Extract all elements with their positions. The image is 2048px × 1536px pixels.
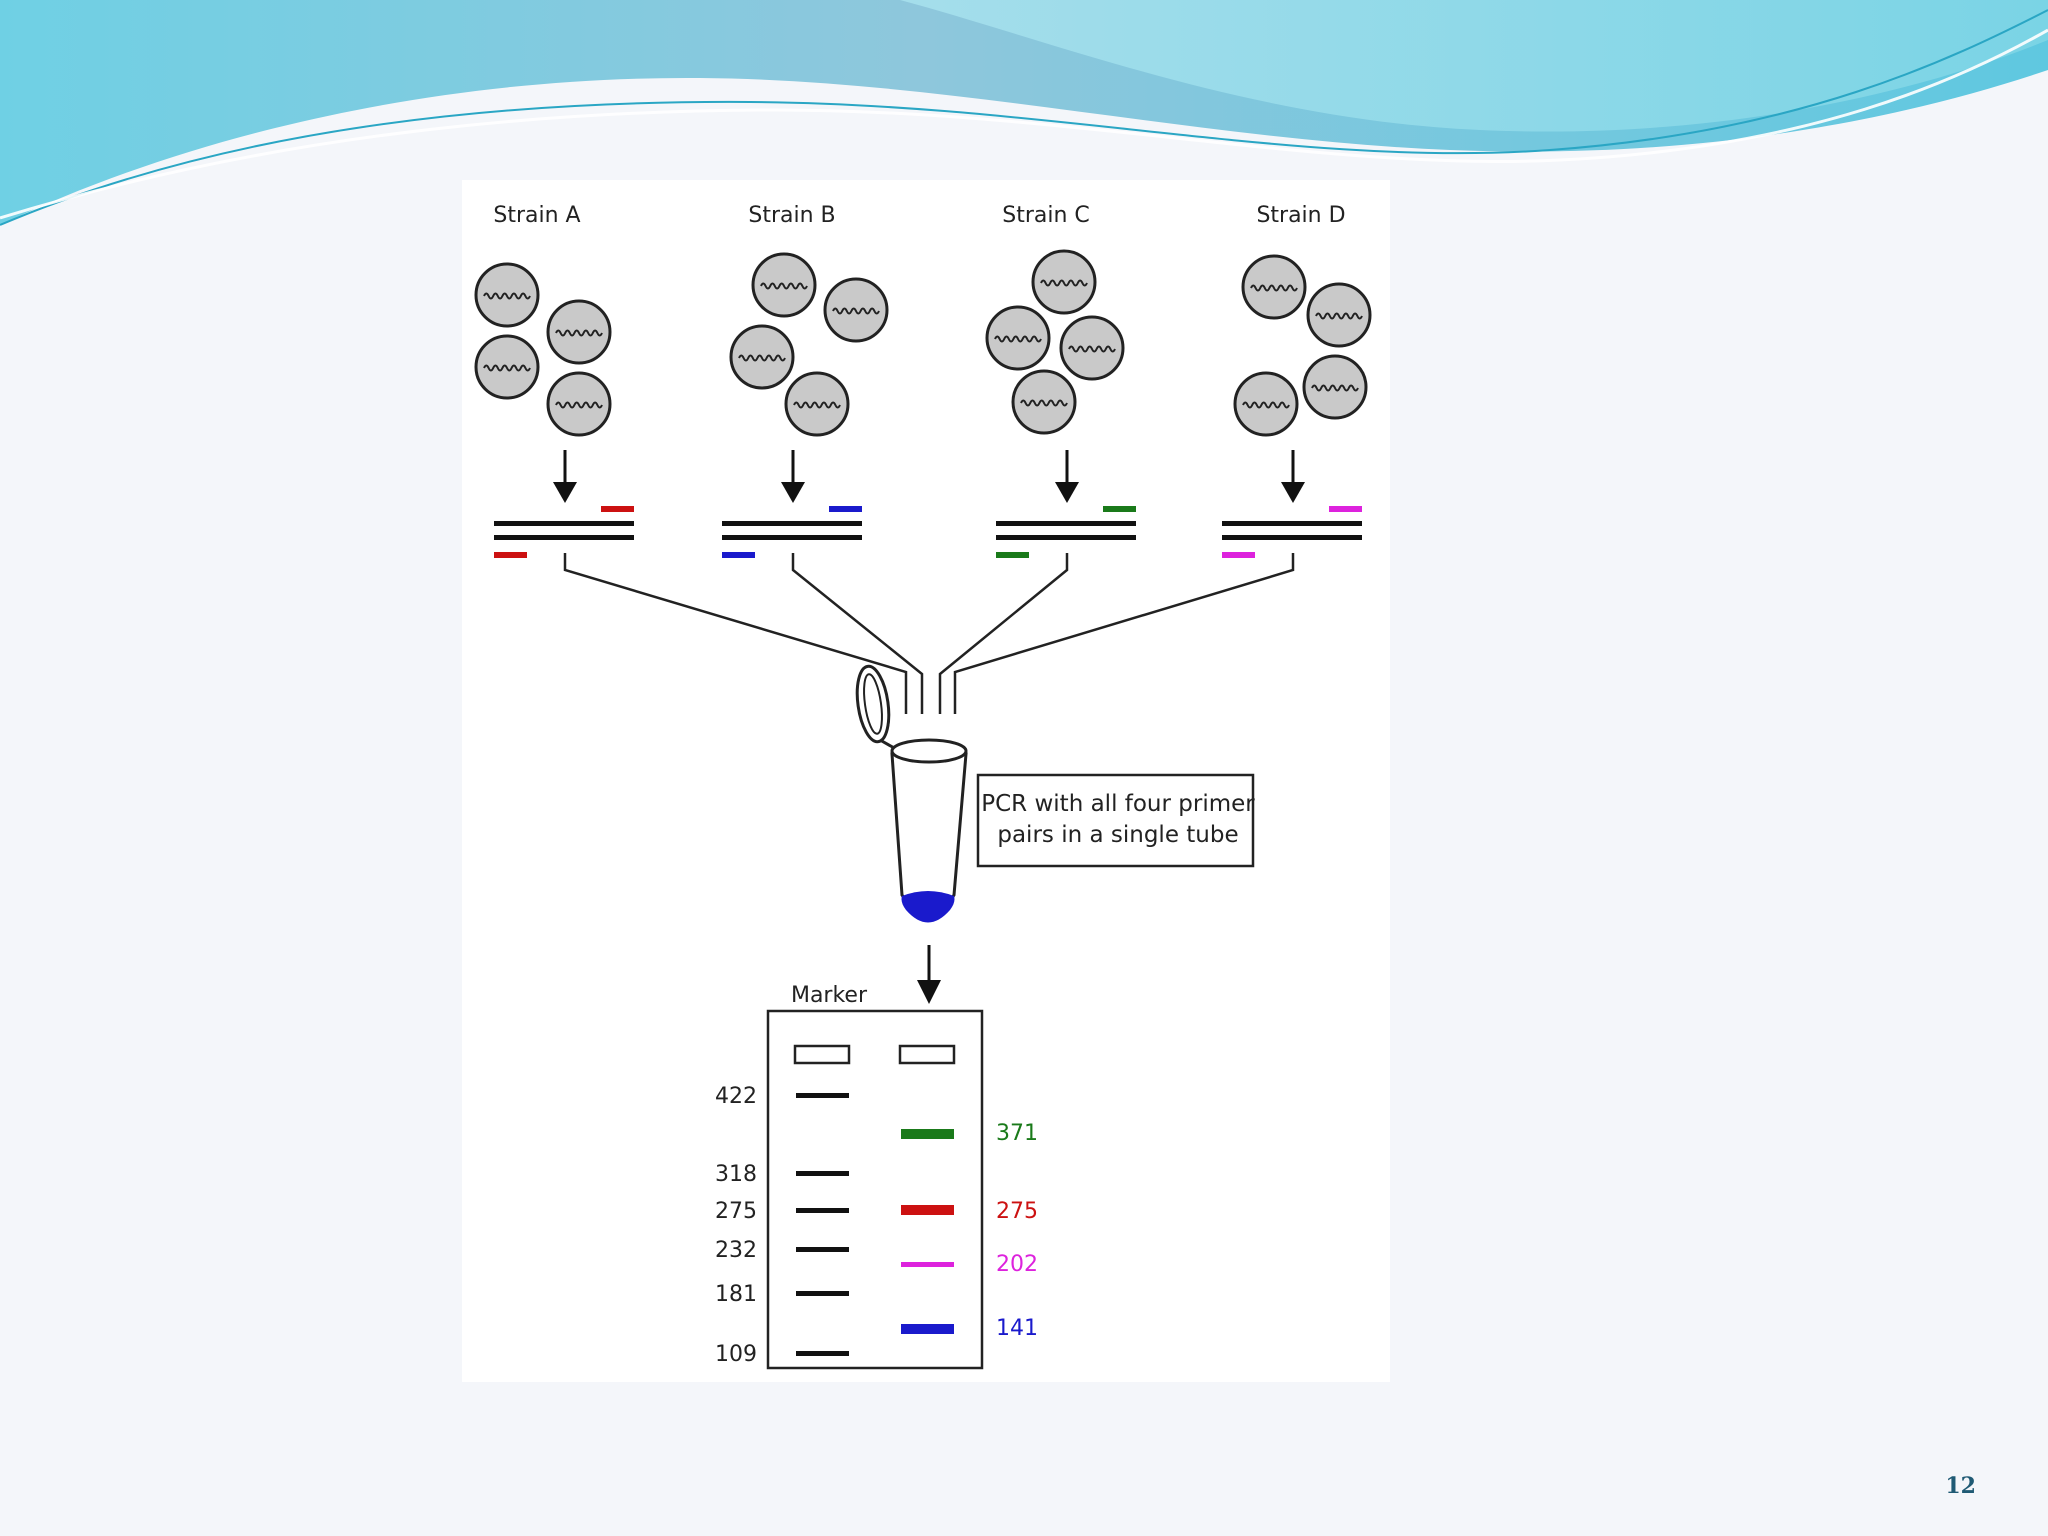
- pcr-tube: [855, 664, 968, 923]
- strain-d-label: Strain D: [1256, 203, 1345, 228]
- sample-band-202: [901, 1262, 954, 1267]
- pcr-description-line1: PCR with all four primer: [981, 791, 1255, 817]
- strain-c-cells: [985, 249, 1125, 435]
- strain-c-label: Strain C: [1002, 203, 1090, 228]
- dna-strands: [494, 521, 1362, 540]
- strain-d-cells: [1233, 254, 1372, 437]
- sample-well: [898, 1044, 956, 1065]
- strain-c-primer-reverse: [996, 552, 1029, 558]
- strain-a-primer-reverse: [494, 552, 527, 558]
- marker-band-109: [796, 1351, 849, 1356]
- sample-label-202: 202: [996, 1252, 1038, 1277]
- marker-well: [793, 1044, 851, 1065]
- strain-d-primer-reverse: [1222, 552, 1255, 558]
- marker-label-318: 318: [715, 1162, 757, 1187]
- marker-band-275: [796, 1208, 849, 1213]
- marker-label-422: 422: [715, 1084, 757, 1109]
- header-wave: [0, 0, 2048, 226]
- marker-label-109: 109: [715, 1342, 757, 1367]
- strain-arrows: [553, 450, 1305, 503]
- sample-label-141: 141: [996, 1316, 1038, 1341]
- strain-b-label: Strain B: [748, 203, 835, 228]
- strain-a-cells: [474, 262, 612, 437]
- marker-band-318: [796, 1171, 849, 1176]
- sample-label-371: 371: [996, 1121, 1038, 1146]
- sample-band-141: [901, 1324, 954, 1334]
- tube-liquid: [901, 891, 955, 923]
- marker-label-232: 232: [715, 1238, 757, 1263]
- sample-band-275: [901, 1205, 954, 1215]
- sample-band-371: [901, 1129, 954, 1139]
- converging-lines: [563, 553, 1295, 714]
- marker-label-181: 181: [715, 1282, 757, 1307]
- strain-d-primer-forward: [1329, 506, 1362, 512]
- marker-band-232: [796, 1247, 849, 1252]
- gel-box: [766, 1009, 984, 1370]
- strain-a-primer-forward: [601, 506, 634, 512]
- marker-bands: [796, 1093, 849, 1356]
- strain-b-primer-forward: [829, 506, 862, 512]
- strain-b-primer-reverse: [722, 552, 755, 558]
- tube-to-gel-arrow: [917, 945, 941, 1004]
- marker-label-275: 275: [715, 1199, 757, 1224]
- page-number: 12: [1945, 1473, 1976, 1499]
- strain-c-primer-forward: [1103, 506, 1136, 512]
- marker-label: Marker: [791, 983, 868, 1008]
- pcr-description-line2: pairs in a single tube: [997, 822, 1238, 848]
- strain-a-label: Strain A: [493, 203, 580, 228]
- sample-label-275: 275: [996, 1199, 1038, 1224]
- marker-band-181: [796, 1291, 849, 1296]
- pcr-description-box: [976, 773, 1255, 868]
- marker-band-422: [796, 1093, 849, 1098]
- strain-b-cells: [729, 252, 889, 437]
